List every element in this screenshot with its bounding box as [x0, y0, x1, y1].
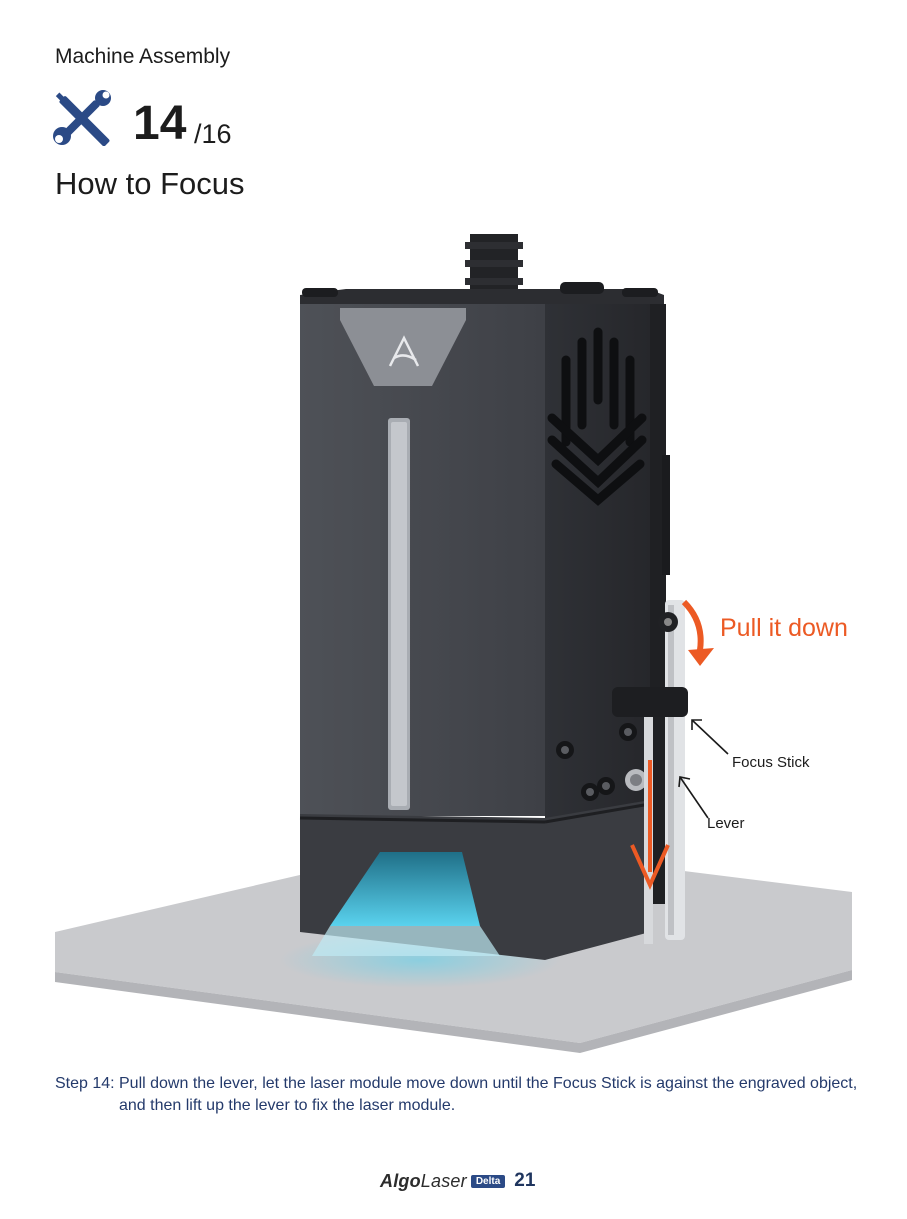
page-number: 21 — [514, 1170, 535, 1192]
annotation-lever: Lever — [707, 815, 745, 832]
tools-icon — [53, 90, 111, 146]
brand-logo: AlgoLaser — [380, 1171, 467, 1192]
pull-arrow — [684, 602, 701, 650]
annotation-pull-it-down: Pull it down — [720, 614, 848, 643]
page-heading: How to Focus — [55, 166, 245, 202]
step-label: Step 14: — [55, 1073, 115, 1095]
step-total: /16 — [194, 121, 232, 148]
brand-algo: Algo — [380, 1171, 421, 1191]
step-number: 14 — [133, 100, 186, 148]
brand-laser: Laser — [421, 1171, 467, 1191]
air-nozzle — [465, 234, 523, 296]
step-text-line-1: Pull down the lever, let the laser modul… — [119, 1073, 857, 1095]
step-text-line-2: and then lift up the lever to fix the la… — [119, 1095, 455, 1117]
brand-badge: Delta — [471, 1175, 505, 1188]
section-title: Machine Assembly — [55, 45, 230, 69]
annotation-focus-stick: Focus Stick — [732, 754, 810, 771]
footer: AlgoLaser Delta 21 — [380, 1168, 535, 1194]
lever-knob — [612, 687, 688, 717]
